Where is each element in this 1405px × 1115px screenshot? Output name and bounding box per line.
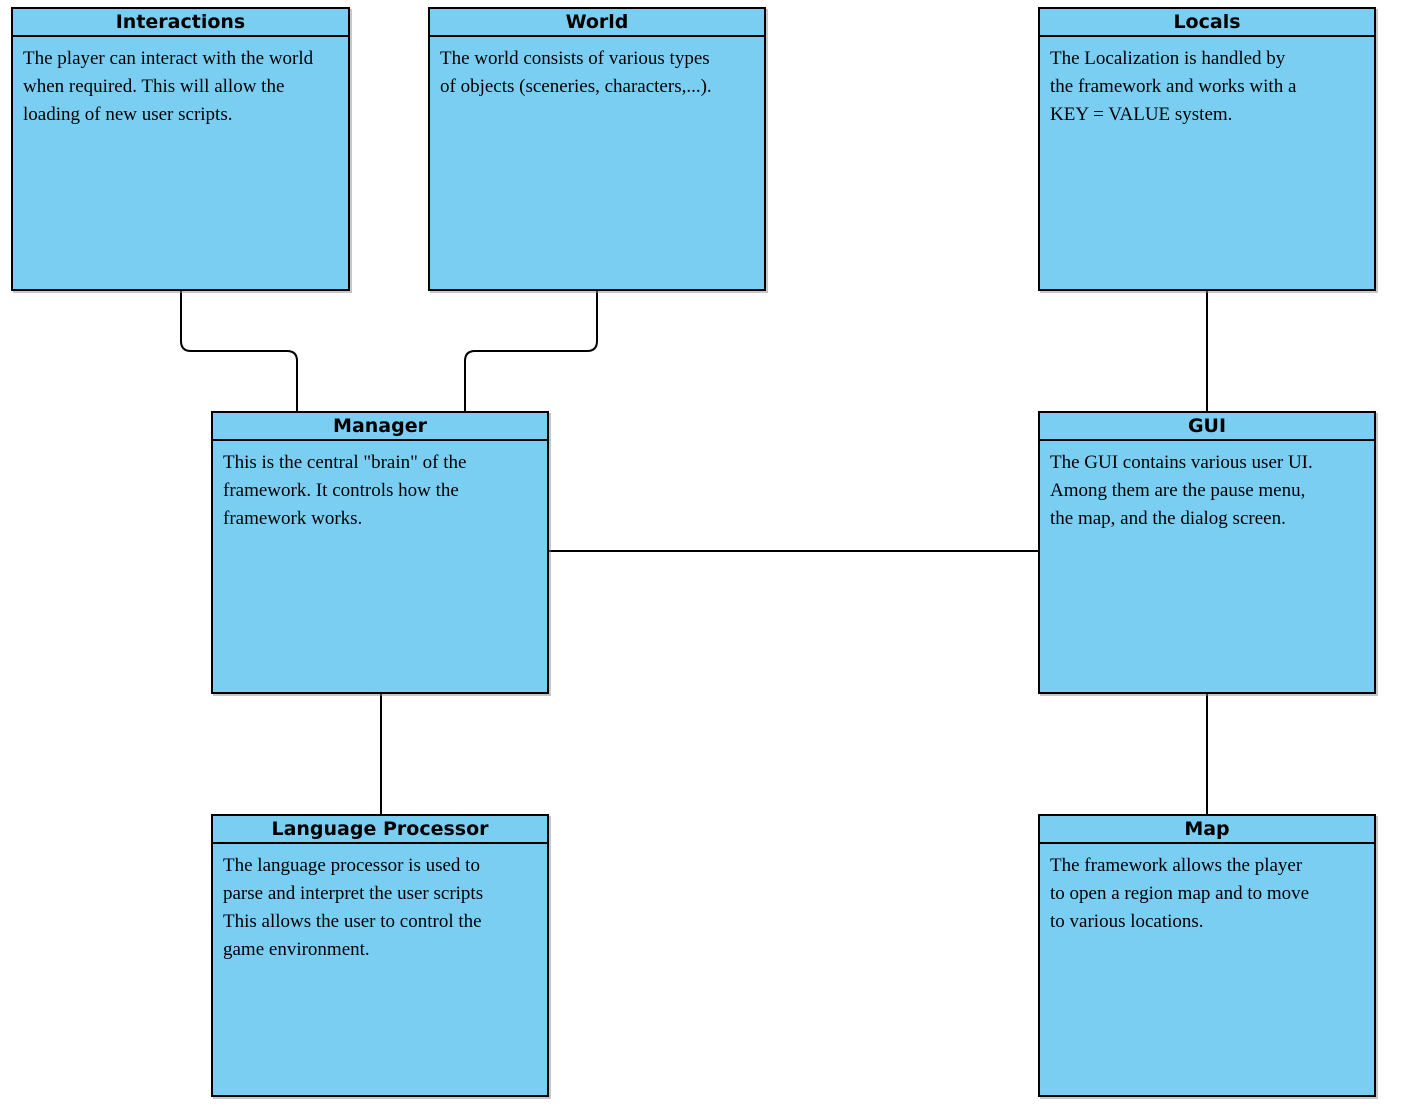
- node-body: This is the central "brain" of the frame…: [223, 452, 467, 529]
- node-body: The framework allows the player to open …: [1050, 855, 1310, 932]
- node-world[interactable]: World The world consists of various type…: [428, 7, 766, 291]
- node-body: The GUI contains various user UI. Among …: [1050, 452, 1313, 529]
- node-body: The player can interact with the world w…: [23, 48, 314, 125]
- node-title: Interactions: [13, 9, 348, 37]
- node-title: Manager: [213, 413, 547, 441]
- node-body: The language processor is used to parse …: [223, 855, 484, 960]
- node-interactions[interactable]: Interactions The player can interact wit…: [11, 7, 350, 291]
- edge-interactions-manager: [180, 291, 298, 411]
- node-title: GUI: [1040, 413, 1374, 441]
- node-title: Language Processor: [213, 816, 547, 844]
- node-title: World: [430, 9, 764, 37]
- node-gui[interactable]: GUI The GUI contains various user UI. Am…: [1038, 411, 1376, 694]
- node-body: The world consists of various types of o…: [440, 48, 712, 97]
- node-map[interactable]: Map The framework allows the player to o…: [1038, 814, 1376, 1097]
- node-title: Locals: [1040, 9, 1374, 37]
- node-locals[interactable]: Locals The Localization is handled by th…: [1038, 7, 1376, 291]
- edge-world-manager: [464, 291, 598, 411]
- node-title: Map: [1040, 816, 1374, 844]
- node-body: The Localization is handled by the frame…: [1050, 48, 1297, 125]
- node-manager[interactable]: Manager This is the central "brain" of t…: [211, 411, 549, 694]
- node-language-processor[interactable]: Language Processor The language processo…: [211, 814, 549, 1097]
